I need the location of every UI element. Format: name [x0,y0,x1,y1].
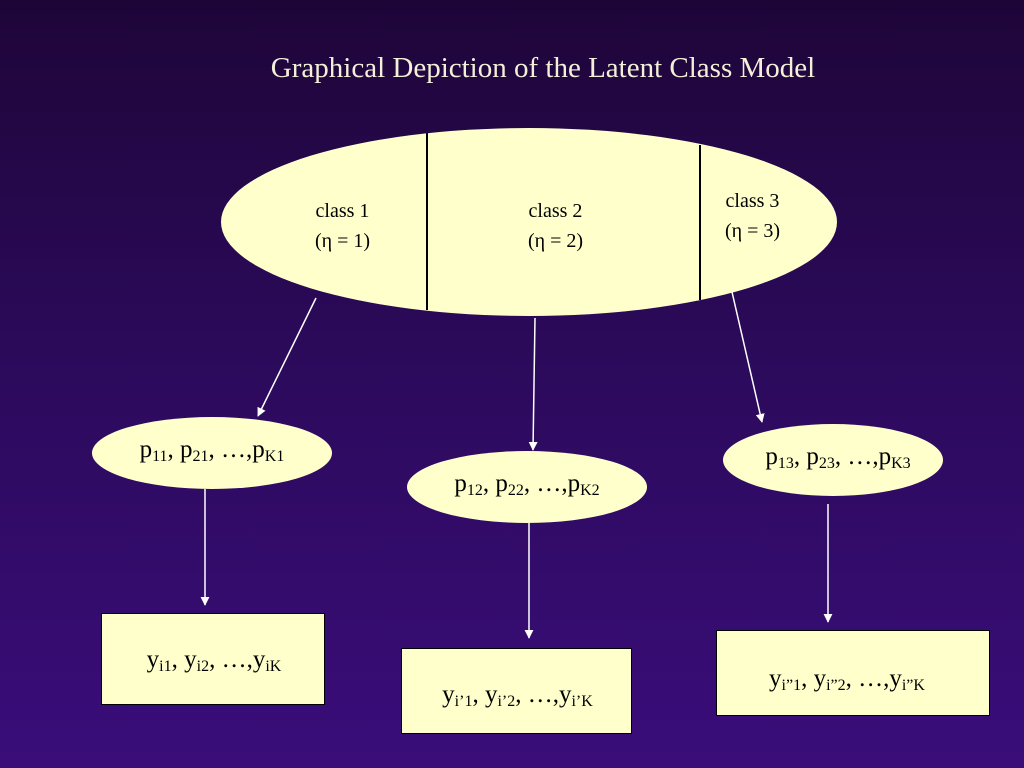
arrow-class3-to-probs [731,291,765,423]
class-2-label: class 2 (η = 2) [508,196,603,256]
class-2-name: class 2 [528,200,583,222]
class-1-eta: (η = 1) [314,230,371,252]
class-3-label: class 3 (η = 3) [705,186,800,246]
prob-label-class-3: p13, p23, …,pK3 [765,443,911,472]
prob-node-class-1 [92,417,332,489]
response-box-class-1: yi1, yi2, …,yiK [101,613,325,705]
response-label-class-1: yi1, yi2, …,yiK [146,646,282,675]
response-box-class-3: yi”1, yi”2, …,yi”K [716,630,990,716]
class-3-name: class 3 [725,190,780,212]
class-2-eta: (η = 2) [527,230,584,252]
class-3-eta: (η = 3) [724,220,781,242]
prob-node-class-3 [723,424,943,496]
latent-class-ellipse [221,128,837,316]
prob-label-class-1: p11, p21, …,pK1 [139,436,285,465]
arrow-class2-to-probs [528,317,538,451]
response-label-class-3: yi”1, yi”2, …,yi”K [769,665,925,694]
prob-label-class-2: p12, p22, …,pK2 [454,470,600,499]
arrow-class1-to-probs [257,297,317,417]
class-1-label: class 1 (η = 1) [295,196,390,256]
response-label-class-2: yi’1, yi’2, …,yi’K [442,681,593,710]
class-1-name: class 1 [315,200,370,222]
response-box-class-2: yi’1, yi’2, …,yi’K [401,648,632,734]
diagram-title: Graphical Depiction of the Latent Class … [270,52,816,84]
prob-node-class-2 [407,451,647,523]
